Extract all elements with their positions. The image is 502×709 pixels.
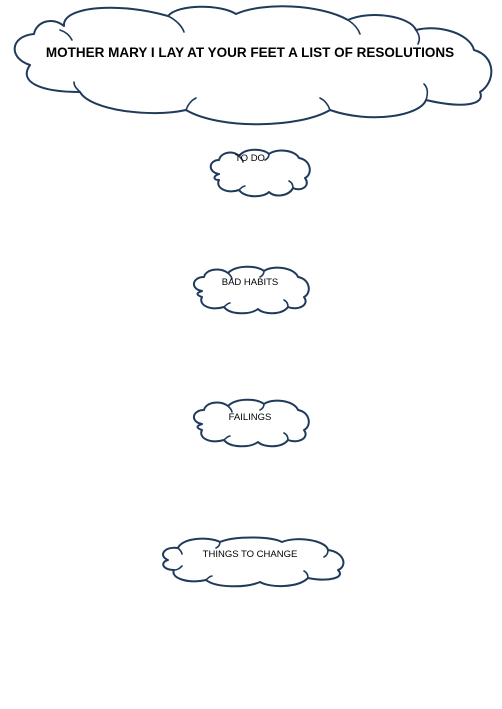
bad-habits-cloud: BAD HABITS xyxy=(190,265,314,315)
title-cloud: MOTHER MARY I LAY AT YOUR FEET A LIST OF… xyxy=(0,0,502,130)
failings-cloud: FAILINGS xyxy=(190,398,314,450)
things-to-change-cloud: THINGS TO CHANGE xyxy=(158,536,348,590)
title-cloud-shape xyxy=(13,5,493,126)
bad-habits-cloud-shape xyxy=(193,265,310,315)
title-cloud-label: MOTHER MARY I LAY AT YOUR FEET A LIST OF… xyxy=(45,45,455,60)
failings-cloud-shape xyxy=(193,398,310,448)
bad-habits-cloud-label: BAD HABITS xyxy=(221,277,279,288)
todo-cloud: TO DO xyxy=(205,148,313,200)
things-to-change-cloud-shape xyxy=(162,536,345,588)
todo-cloud-shape xyxy=(209,148,311,198)
failings-cloud-label: FAILINGS xyxy=(228,412,272,423)
things-to-change-cloud-label: THINGS TO CHANGE xyxy=(202,549,298,560)
todo-cloud-label: TO DO xyxy=(235,153,265,164)
